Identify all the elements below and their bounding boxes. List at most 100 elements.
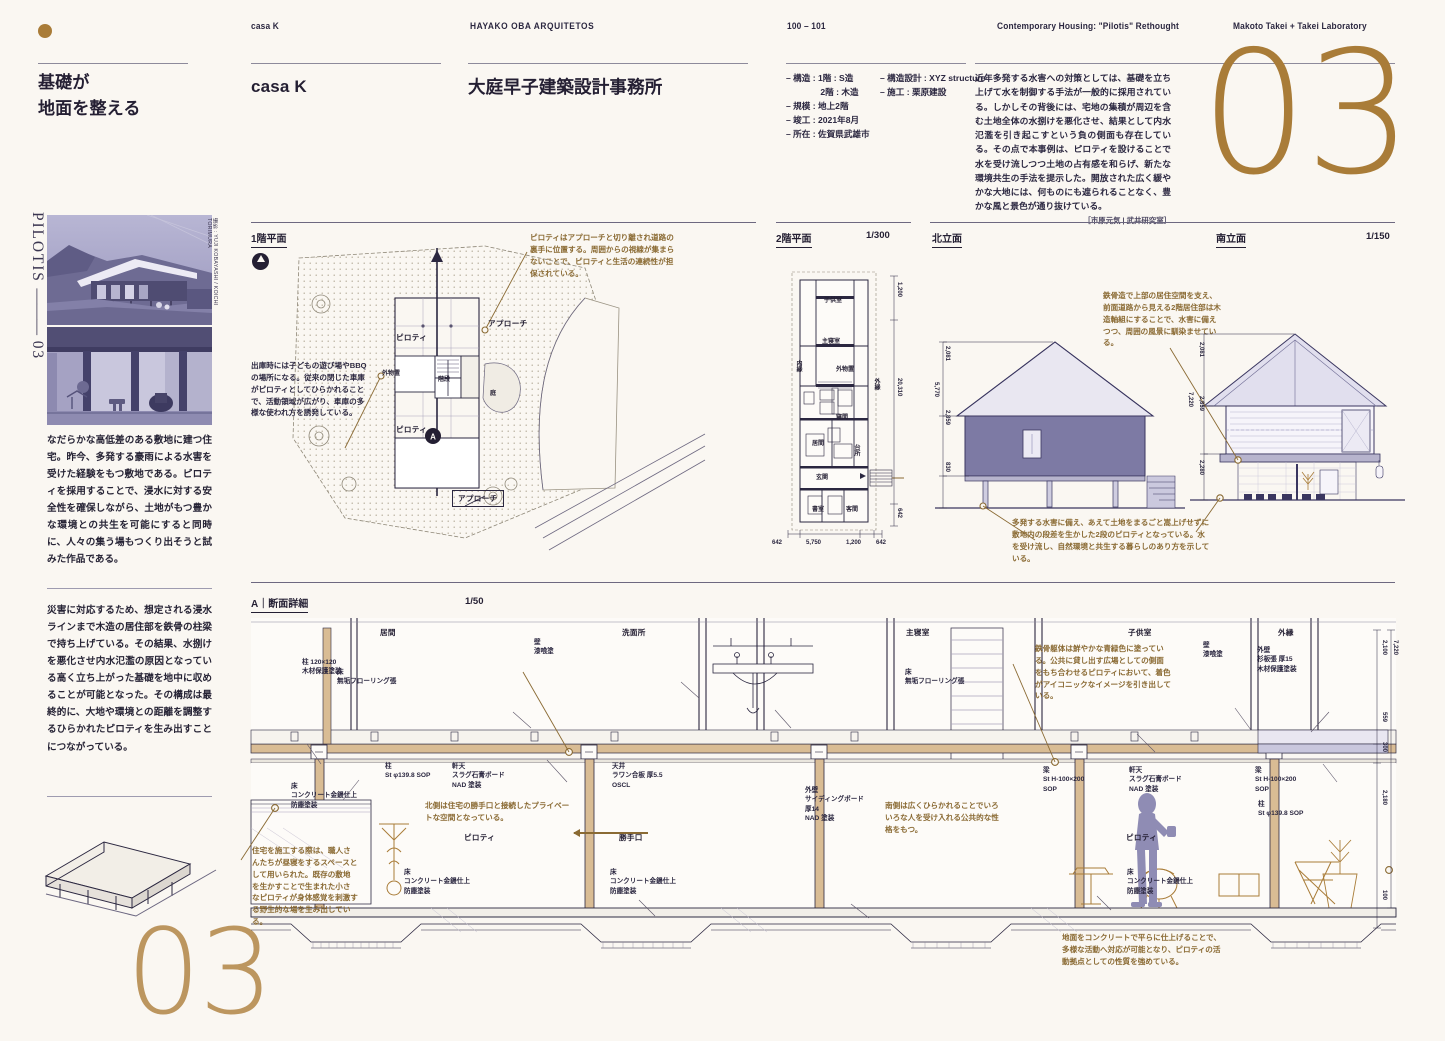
spec-item: – 所在 : 佐賀県武雄市	[786, 128, 870, 139]
page-title-line2: 地面を整える	[38, 98, 141, 118]
spec-item: – 構造 : 1階 : S造	[786, 73, 854, 83]
drawing-rule-1f	[251, 222, 756, 223]
section-material-ceiling-lauan: 天井 ラワン合板 厚5.5 OSCL	[612, 763, 663, 789]
section-room-service-door: 勝手口	[619, 833, 643, 842]
section-dim-1: 2,100	[1381, 640, 1387, 656]
room-label-pilotis-bottom: ピロティ	[396, 425, 428, 434]
sidebar-paragraph-2: 災害に対応するため、想定される浸水ラインまで木造の居住部を鉄骨の柱梁で持ち上げて…	[47, 605, 212, 753]
room-label-approach-bottom: アプローチ	[452, 490, 504, 507]
room-label-2f-bedroom: 寝間	[836, 415, 849, 421]
drawing-elevation-south	[1169, 320, 1405, 533]
dim-south-1: 2,081	[1198, 342, 1204, 358]
section-dim-total: 7,220	[1392, 640, 1398, 656]
section-material-eave-left: 軒天 スラグ石膏ボード NAD 塗装	[452, 763, 505, 789]
drawing-plan-1f: A	[285, 238, 706, 568]
page-numbers: 100 – 101	[787, 21, 826, 32]
chapter-number-bottom: 03	[126, 903, 274, 1041]
room-label-2f-entrance: 玄関	[816, 475, 829, 481]
spec-item: – 構造設計 : XYZ structure	[880, 73, 986, 83]
dim-south-total: 7,220	[1187, 392, 1193, 408]
section-dim-6: 100	[1381, 890, 1387, 901]
title-rule-intro	[975, 63, 1395, 64]
dim-south-3: 2,280	[1198, 460, 1204, 476]
note-elevation-south: 鉄骨造で上部の居住空間を支え、前面道路から見える2階居住部は木造軸組にすることで…	[1103, 291, 1221, 348]
vertical-title-number: 03	[29, 340, 46, 360]
project-name: casa K	[251, 77, 307, 96]
section-material-wall-right: 壁 漆喰塗	[1203, 642, 1223, 659]
section-material-beam-right: 梁 St H-100×200 SOP	[1255, 767, 1297, 793]
section-room-washroom: 洗面所	[622, 628, 646, 637]
label-elevation-south: 南立面	[1216, 230, 1246, 248]
dim-2f-right-2: 20,310	[896, 378, 902, 397]
section-vertical-title: PILOTIS ——— 03	[28, 212, 46, 402]
section-room-kids: 子供室	[1128, 628, 1152, 637]
drawing-section-detail	[240, 612, 1397, 957]
room-label-2f-guest: 客間	[846, 507, 859, 513]
room-label-2f-kitchen: 台所	[853, 444, 859, 456]
label-plan-1f: 1階平面	[251, 230, 287, 248]
section-material-floor-conc-3: 床 コンクリート金鏝仕上 防塵塗装	[610, 869, 676, 895]
office-name: 大庭早子建築設計事務所	[468, 77, 663, 97]
section-note-north-private: 北側は住宅の勝手口と接続したプライベートな空間となっている。	[425, 801, 570, 822]
section-material-column-st-left: 柱 St φ139.8 SOP	[385, 763, 431, 780]
spec-item: – 規模 : 地上2階	[786, 100, 849, 111]
axonometric-thumbnail	[40, 820, 220, 920]
room-label-approach-top: アプローチ	[488, 319, 528, 328]
scale-elevation: 1/150	[1366, 231, 1390, 242]
intro-credit: ［市原元気 | 武井研究室］	[1083, 215, 1171, 225]
chapter-dot-icon	[38, 24, 52, 38]
page-title: 基礎が 地面を整える	[38, 70, 238, 121]
section-room-pilotis-left: ピロティ	[464, 833, 496, 842]
section-dim-5: 2,180	[1381, 790, 1387, 806]
intro-paragraph: 近年多発する水害への対策としては、基礎を立ち上げて水を制御する手法が一般的に採用…	[975, 71, 1171, 226]
sidebar-divider-1	[47, 588, 212, 589]
dim-north-total: 5,770	[933, 382, 939, 398]
chapter-number: 03	[1200, 15, 1413, 213]
room-label-2f-outer-edge: 外縁	[873, 378, 879, 390]
title-rule-project	[251, 63, 441, 64]
dim-2f-right-1: 1,200	[896, 282, 902, 298]
page-title-line1: 基礎が	[38, 73, 90, 92]
sidebar-divider-2	[47, 796, 212, 797]
running-head-project: casa K	[251, 21, 279, 32]
room-label-2f-master: 主寝室	[822, 339, 841, 345]
scale-section: 1/50	[465, 596, 484, 607]
room-label-pilotis-top: ピロティ	[396, 333, 428, 342]
section-material-floor-living: 床 無垢フローリング張	[337, 669, 397, 686]
section-material-floor-conc-4: 床 コンクリート金鏝仕上 防塵塗装	[1127, 869, 1193, 895]
room-label-garden: 庭	[490, 391, 497, 397]
section-material-wall-left: 壁 漆喰塗	[534, 639, 554, 656]
drawing-rule-2f	[776, 222, 911, 223]
spec-item: 2階 : 木造	[786, 86, 859, 97]
section-room-master: 主寝室	[906, 628, 930, 637]
magazine-spread: casa K HAYAKO OBA ARQUITETOS 100 – 101 C…	[0, 0, 1445, 998]
section-material-exterior-siding: 外壁 サイディングボード 厚14 NAD 塗装	[805, 787, 864, 823]
dim-2f-right-3: 642	[896, 508, 902, 519]
section-note-craftsmen: 住宅を施工する際は、職人さんたちが昼寝をするスペースとして用いられた。既存の敷地…	[252, 846, 358, 927]
label-section: A｜断面詳細	[251, 595, 309, 613]
section-room-outer-edge: 外縁	[1278, 628, 1294, 637]
dim-2f-bottom-4: 642	[876, 540, 887, 546]
section-material-beam-left: 梁 St H-100×200 SOP	[1043, 767, 1085, 793]
spec-item: – 竣工 : 2021年8月	[786, 114, 860, 125]
spec-item: – 施工 : 栗原建設	[880, 86, 947, 97]
section-material-floor-conc-1: 床 コンクリート金鏝仕上 防塵塗装	[291, 783, 357, 809]
section-material-floor-master: 床 無垢フローリング張	[905, 669, 965, 686]
dim-2f-bottom-2: 5,750	[806, 540, 822, 546]
drawing-rule-elev	[930, 222, 1395, 223]
dim-2f-bottom-1: 642	[772, 540, 783, 546]
drawing-elevation-north	[935, 320, 1185, 541]
label-plan-2f: 2階平面	[776, 230, 812, 248]
note-elevation-north: 多発する水害に備え、あえて土地をまるごと嵩上げせずに敷地内の段差を生かした2段の…	[1012, 518, 1210, 563]
room-label-stairs: 階段	[438, 377, 451, 383]
running-head-lab: Makoto Takei + Takei Laboratory	[1233, 21, 1367, 32]
dim-north-2: 2,859	[944, 410, 950, 426]
dim-north-3: 830	[944, 462, 950, 473]
section-note-south-public: 南側は広くひらかれることでいろいろな人を受け入れる公共的な性格をもつ。	[885, 801, 999, 834]
room-label-2f-living: 居間	[812, 441, 825, 447]
room-label-2f-inner-edge: 内縁	[795, 360, 801, 372]
section-material-exterior-cedar: 外壁 杉板張 厚15 木材保護塗装	[1257, 647, 1297, 673]
section-material-floor-conc-2: 床 コンクリート金鏝仕上 防塵塗装	[404, 869, 470, 895]
vertical-title-dash: ———	[29, 288, 46, 335]
room-label-2f-kids: 子供室	[824, 298, 843, 304]
